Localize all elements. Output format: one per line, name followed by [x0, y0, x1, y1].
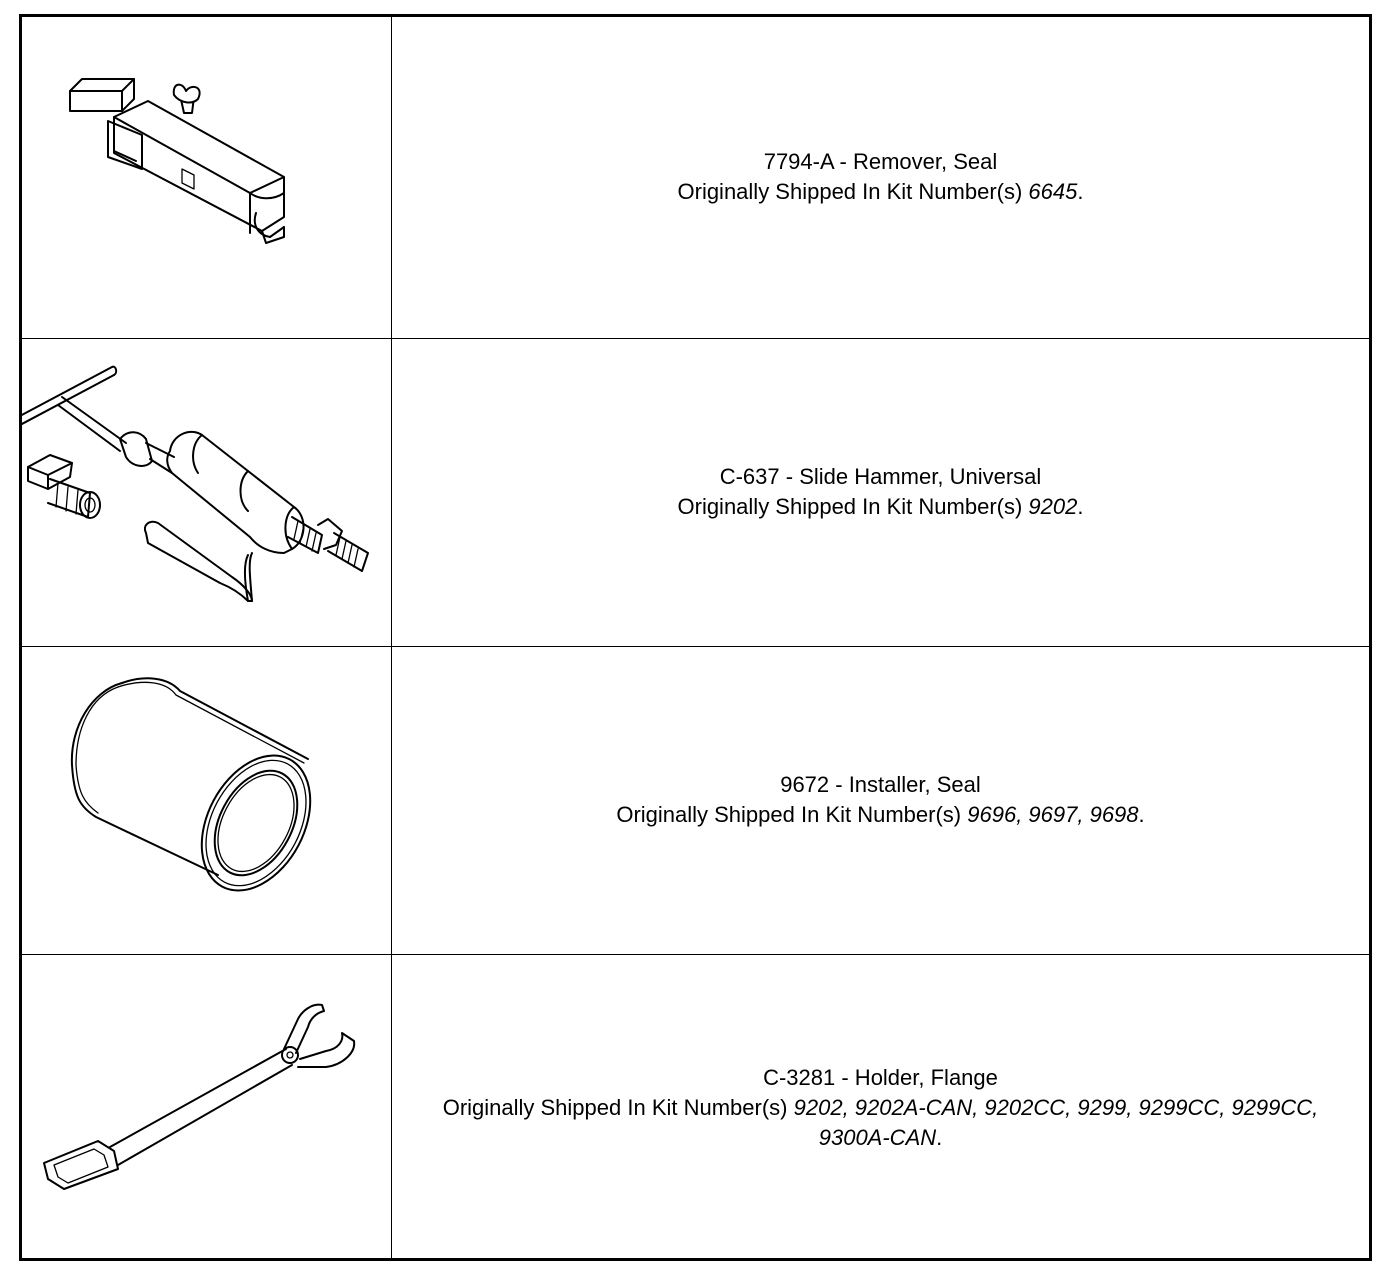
kit-numbers: 9696, 9697, 9698	[967, 802, 1139, 827]
slide-hammer-icon	[22, 365, 369, 602]
tool-title: C-3281 - Holder, Flange	[763, 1064, 998, 1090]
special-tools-table: 7794-A - Remover, Seal Originally Shippe…	[19, 14, 1372, 1261]
tool-kits-line: Originally Shipped In Kit Number(s) 6645…	[422, 177, 1339, 207]
tool-title: 9672 - Installer, Seal	[780, 772, 981, 797]
kit-prefix: Originally Shipped In Kit Number(s)	[442, 1094, 794, 1120]
tool-image-cell	[22, 17, 392, 339]
kit-suffix: .	[1077, 179, 1084, 205]
kit-prefix: Originally Shipped In Kit Number(s)	[677, 494, 1029, 519]
tool-title: 7794-A - Remover, Seal	[763, 149, 998, 175]
kit-suffix: .	[936, 1124, 943, 1150]
kit-prefix: Originally Shipped In Kit Number(s)	[677, 179, 1029, 205]
tool-kits-line: Originally Shipped In Kit Number(s) 9202…	[422, 492, 1339, 522]
tool-image-cell	[22, 645, 392, 955]
table-row: C-3281 - Holder, Flange Originally Shipp…	[22, 953, 1369, 1261]
tool-title: C-637 - Slide Hammer, Universal	[719, 464, 1042, 489]
table-row: C-637 - Slide Hammer, Universal Original…	[22, 337, 1369, 647]
table-row: 9672 - Installer, Seal Originally Shippe…	[22, 645, 1369, 955]
seal-remover-icon	[69, 78, 285, 244]
tool-image-cell	[22, 953, 392, 1261]
tool-description-cell: 9672 - Installer, Seal Originally Shippe…	[391, 645, 1369, 955]
kit-suffix: .	[1077, 494, 1084, 519]
seal-installer-icon	[70, 676, 312, 891]
flange-holder-icon	[43, 1003, 356, 1190]
tool-kits-line: Originally Shipped In Kit Number(s) 9696…	[422, 800, 1339, 830]
tool-description-cell: C-3281 - Holder, Flange Originally Shipp…	[391, 953, 1369, 1261]
table-row: 7794-A - Remover, Seal Originally Shippe…	[22, 17, 1369, 339]
kit-numbers: 6645	[1028, 179, 1078, 205]
tool-description-cell: C-637 - Slide Hammer, Universal Original…	[391, 337, 1369, 647]
tools-table: 7794-A - Remover, Seal Originally Shippe…	[22, 17, 1369, 1261]
tool-description-cell: 7794-A - Remover, Seal Originally Shippe…	[391, 17, 1369, 339]
tool-kits-line: Originally Shipped In Kit Number(s) 9202…	[422, 1093, 1339, 1153]
kit-suffix: .	[1138, 802, 1145, 827]
kit-numbers: 9202	[1028, 494, 1078, 519]
kit-prefix: Originally Shipped In Kit Number(s)	[616, 802, 968, 827]
tool-image-cell	[22, 337, 392, 647]
kit-numbers: 9202, 9202A-CAN, 9202CC, 9299, 9299CC, 9…	[793, 1094, 1319, 1150]
